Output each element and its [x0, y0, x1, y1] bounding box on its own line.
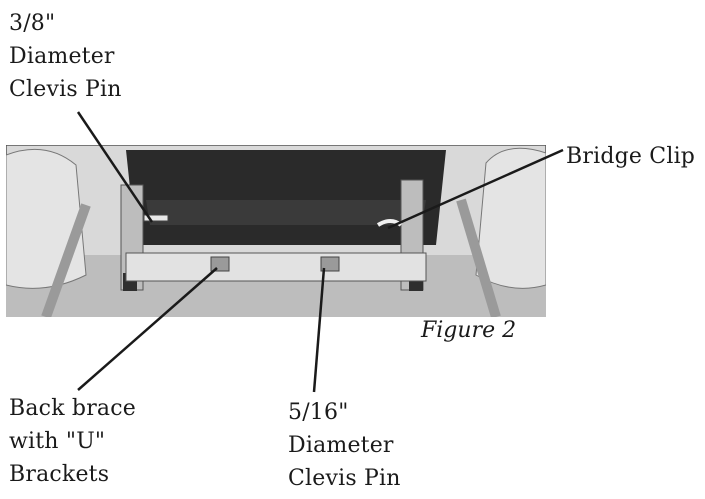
label-line: Clevis Pin [9, 77, 122, 102]
label-line: Diameter [9, 44, 115, 69]
label-line: Diameter [288, 433, 394, 458]
label-line: 5/16" [288, 400, 349, 425]
label-bridge-clip: Bridge Clip [566, 140, 695, 173]
label-line: 3/8" [9, 11, 56, 36]
figure-caption: Figure 2 [421, 318, 517, 343]
assembly-photo [6, 145, 546, 317]
label-clevis-pin-5-16: 5/16" Diameter Clevis Pin [288, 396, 401, 495]
label-line: Brackets [9, 462, 110, 487]
label-back-brace: Back brace with "U" Brackets [9, 392, 136, 491]
label-line: Clevis Pin [288, 466, 401, 491]
label-clevis-pin-3-8: 3/8" Diameter Clevis Pin [9, 7, 122, 106]
label-line: Back brace [9, 396, 136, 421]
label-line: with "U" [9, 429, 106, 454]
label-line: Bridge Clip [566, 144, 696, 169]
